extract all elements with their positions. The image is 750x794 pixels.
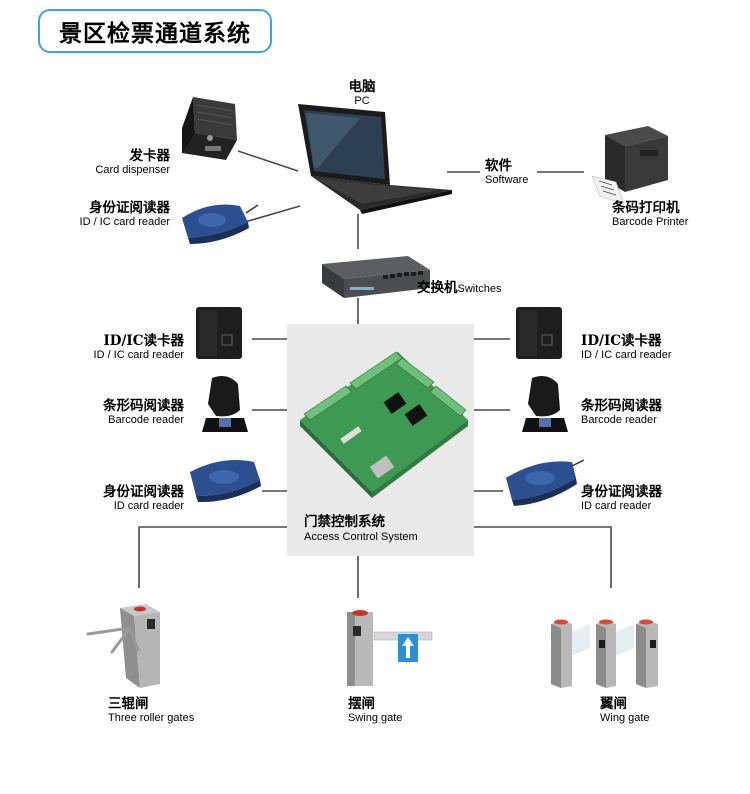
id-ic-reader-top-label: 身份证阅读器 ID / IC card reader: [79, 200, 170, 228]
id-reader-right-label: 身份证阅读器 ID card reader: [581, 484, 662, 512]
line-panel-tripod: [138, 526, 287, 588]
id-reader-left-label: 身份证阅读器 ID card reader: [103, 484, 184, 512]
page-title: 景区检票通道系统: [38, 9, 272, 53]
barcode-reader-right-label: 条形码阅读器 Barcode reader: [581, 398, 662, 426]
swing-gate-label: 摆闸 Swing gate: [348, 696, 403, 724]
switches-label: 交换机Switches: [417, 280, 502, 296]
barcode-printer-label: 条码打印机 Barcode Printer: [612, 200, 689, 228]
line-dispenser-pc: [237, 150, 299, 172]
ic-reader-right-label: ID/IC读卡器 ID / IC card reader: [581, 333, 672, 361]
card-dispenser-label: 发卡器 Card dispenser: [95, 148, 170, 176]
line-idreader-pc: [237, 205, 301, 225]
three-roller-label: 三辊闸 Three roller gates: [108, 696, 195, 724]
ic-reader-left-label: ID/IC读卡器 ID / IC card reader: [93, 333, 184, 361]
software-label: 软件 Software: [485, 158, 529, 186]
pc-label: 电脑 PC: [348, 79, 376, 107]
access-control-label: 门禁控制系统 Access Control System: [304, 514, 418, 543]
barcode-reader-left-label: 条形码阅读器 Barcode reader: [103, 398, 184, 426]
line-panel-wing: [474, 526, 612, 588]
wing-gate-label: 翼闸 Wing gate: [600, 696, 650, 724]
